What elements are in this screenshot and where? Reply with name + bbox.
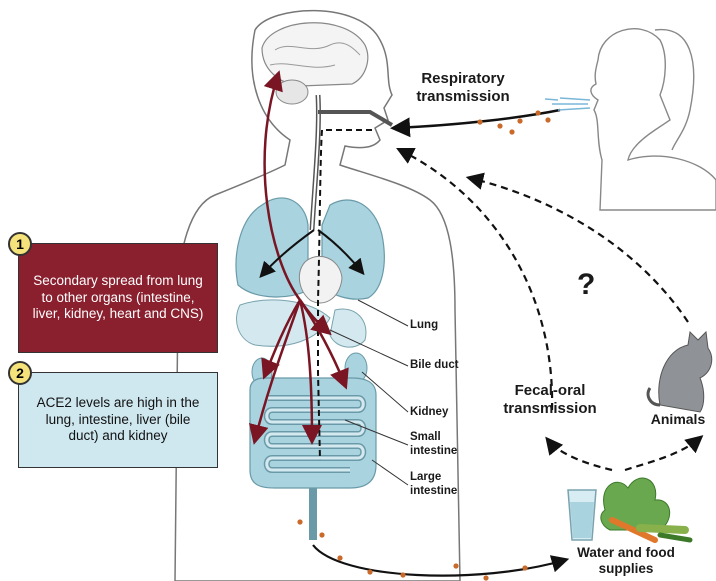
water-glass xyxy=(568,490,596,540)
cat xyxy=(648,332,712,412)
question-mark: ? xyxy=(577,268,595,302)
fecal-oral-transmission-label: Fecal-oral transmission xyxy=(490,382,610,418)
badge-1: 1 xyxy=(8,232,32,256)
lung-label: Lung xyxy=(410,318,438,332)
small-intestine-label: Small intestine xyxy=(410,430,457,458)
animals-label: Animals xyxy=(640,410,716,428)
large-intestine-label: Large intestine xyxy=(410,470,457,498)
info-box-1-text: Secondary spread from lung to other orga… xyxy=(29,273,207,323)
info-box-2-text: ACE2 levels are high in the lung, intest… xyxy=(31,395,205,445)
vegetables xyxy=(601,478,690,540)
info-box-2: ACE2 levels are high in the lung, intest… xyxy=(18,372,218,468)
water-food-supplies-label: Water and food supplies xyxy=(556,545,696,577)
info-box-1: Secondary spread from lung to other orga… xyxy=(18,243,218,353)
woman-figure xyxy=(591,29,716,210)
respiratory-transmission-label: Respiratory transmission xyxy=(398,70,528,106)
badge-2: 2 xyxy=(8,361,32,385)
heart xyxy=(299,256,342,303)
kidney-label: Kidney xyxy=(410,405,448,419)
respiratory-arrow xyxy=(395,110,560,128)
bile-duct-label: Bile duct xyxy=(410,358,459,372)
